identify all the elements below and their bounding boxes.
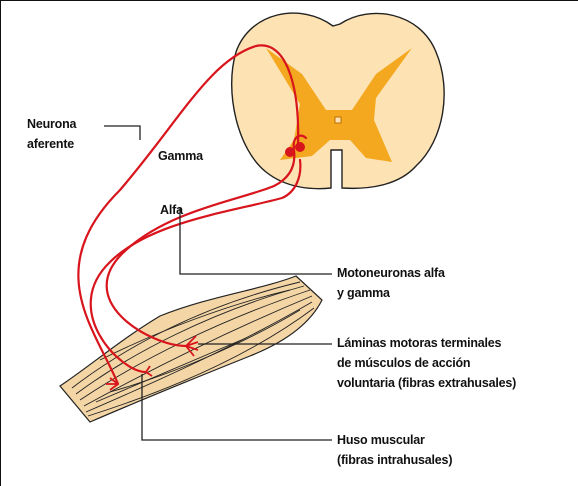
spinal-cord-white-matter [232, 13, 444, 189]
motor-neuron-cell [295, 142, 305, 152]
label-gamma: Gamma [158, 146, 203, 166]
leader-neurona [104, 126, 140, 140]
label-neurona-aferente: Neurona aferente [27, 114, 76, 154]
central-canal [335, 117, 341, 123]
label-laminas-line1: Láminas motoras terminales [337, 333, 516, 353]
label-huso-line2: (fibras intrahusales) [337, 450, 452, 470]
spinal-cord [232, 13, 444, 189]
label-huso-line1: Huso muscular [337, 430, 452, 450]
muscle [60, 276, 322, 422]
label-neurona-line1: Neurona [27, 114, 76, 134]
motor-neuron-cell [285, 147, 295, 157]
label-motoneuronas: Motoneuronas alfa y gamma [337, 263, 445, 303]
label-laminas: Láminas motoras terminales de músculos d… [337, 333, 516, 393]
label-motoneuronas-line2: y gamma [337, 283, 445, 303]
label-alfa: Alfa [160, 200, 183, 220]
label-motoneuronas-line1: Motoneuronas alfa [337, 263, 445, 283]
muscle-outline [60, 276, 322, 422]
label-huso-muscular: Huso muscular (fibras intrahusales) [337, 430, 452, 470]
label-laminas-line3: voluntaria (fibras extrahusales) [337, 373, 516, 393]
label-laminas-line2: de músculos de acción [337, 353, 516, 373]
label-neurona-line2: aferente [27, 134, 76, 154]
